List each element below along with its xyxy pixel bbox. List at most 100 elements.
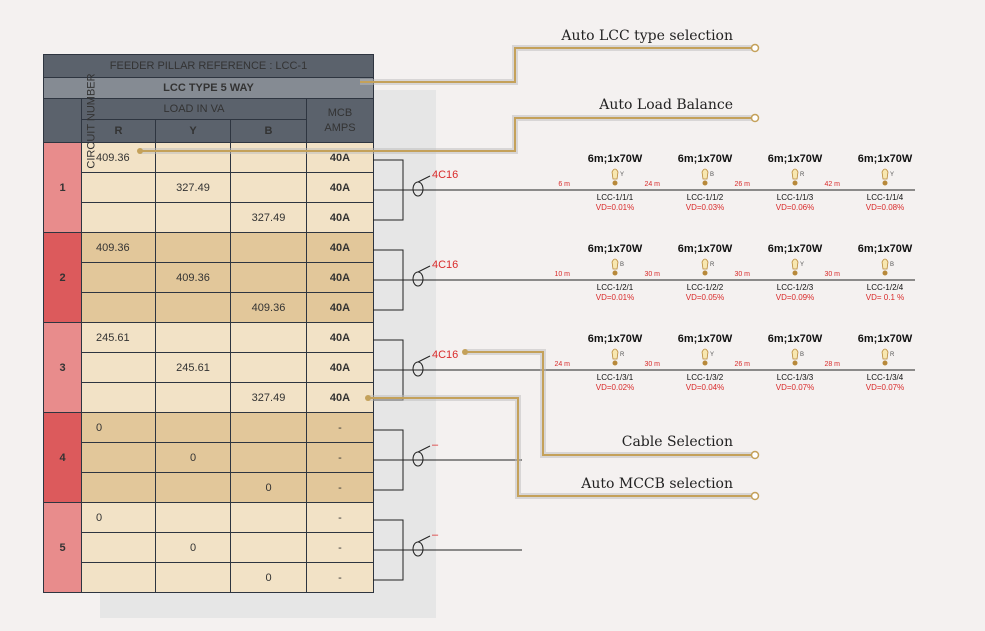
lcc-type-callout-label: Auto LCC type selection: [560, 28, 733, 44]
lamp-icon: [881, 168, 889, 180]
load-balance-callout-shadow: [140, 115, 755, 154]
load-r-cell: 0: [81, 412, 156, 443]
load-y-cell: [155, 412, 231, 443]
voltage-drop-label: VD= 0.1 %: [866, 293, 904, 302]
mccb-start-dot: [365, 395, 371, 401]
breaker-contact: [417, 445, 431, 453]
load-b-cell: [230, 172, 307, 203]
load-b-cell: 327.49: [230, 382, 307, 413]
phase-b-header: B: [230, 119, 307, 143]
lcc-type-callout-end-dot: [750, 43, 760, 53]
load-r-cell: [81, 262, 156, 293]
voltage-drop-label: VD=0.01%: [596, 293, 634, 302]
load-y-cell: [155, 202, 231, 233]
cable-size-label: –: [432, 439, 439, 451]
cable-size-label: 4C16: [432, 169, 458, 181]
lamp-phase-label: B: [620, 262, 624, 268]
lamp-id-label: LCC-1/1/3: [777, 193, 814, 202]
cable-callout-label: Cable Selection: [622, 434, 733, 450]
cable-distance-label: 30 m: [734, 271, 750, 278]
lamp-phase-label: Y: [890, 172, 894, 178]
cable-distance-label: 24 m: [644, 181, 660, 188]
cable-size-label: 4C16: [432, 349, 458, 361]
load-b-cell: [230, 352, 307, 383]
mcb-amps-cell: 40A: [306, 262, 374, 293]
lamp-pole-dot: [792, 180, 798, 186]
cable-distance-label: 30 m: [824, 271, 840, 278]
voltage-drop-label: VD=0.07%: [866, 383, 904, 392]
cable-distance-label: 28 m: [824, 361, 840, 368]
load-r-cell: [81, 292, 156, 323]
mcb-amps-cell: 40A: [306, 322, 374, 353]
cable-distance-label: 30 m: [644, 361, 660, 368]
load-b-cell: [230, 232, 307, 263]
load-r-cell: 245.61: [81, 322, 156, 353]
breaker-symbol: [412, 181, 424, 197]
table-row: 0-: [44, 562, 374, 593]
lamp-icon: [881, 348, 889, 360]
load-b-cell: [230, 412, 307, 443]
circuit-number-cell: 5: [43, 502, 82, 593]
cable-distance-label: 26 m: [734, 181, 750, 188]
voltage-drop-label: VD=0.05%: [686, 293, 724, 302]
cable-distance-label: 42 m: [824, 181, 840, 188]
load-balance-callout-label: Auto Load Balance: [598, 97, 733, 113]
voltage-drop-label: VD=0.02%: [596, 383, 634, 392]
cable-start-dot: [462, 349, 468, 355]
mcb-amps-cell: -: [306, 562, 374, 593]
mcb-amps-cell: 40A: [306, 352, 374, 383]
breaker-contact: [417, 265, 431, 273]
lamp-load-label: 6m;1x70W: [768, 153, 823, 165]
lamp-icon: [881, 258, 889, 270]
voltage-drop-label: VD=0.06%: [776, 203, 814, 212]
load-r-cell: [81, 382, 156, 413]
load-y-cell: 245.61: [155, 352, 231, 383]
circuit-number-cell: 1: [43, 142, 82, 233]
mcb-amps-cell: 40A: [306, 232, 374, 263]
voltage-drop-label: VD=0.09%: [776, 293, 814, 302]
circuit-number-cell: 3: [43, 322, 82, 413]
load-b-cell: [230, 502, 307, 533]
lamp-id-label: LCC-1/3/1: [597, 373, 634, 382]
load-r-cell: [81, 202, 156, 233]
cable-callout-line: [465, 351, 755, 456]
breaker-symbol: [412, 451, 424, 467]
lamp-load-label: 6m;1x70W: [768, 243, 823, 255]
lamp-pole-dot: [792, 270, 798, 276]
load-y-cell: [155, 502, 231, 533]
lamp-pole-dot: [612, 270, 618, 276]
load-y-cell: 0: [155, 442, 231, 473]
mcb-amps-cell: 40A: [306, 292, 374, 323]
lamp-id-label: LCC-1/2/3: [777, 283, 814, 292]
table-subtitle: LCC TYPE 5 WAY: [43, 77, 374, 99]
load-balance-callout-line: [140, 117, 755, 152]
cable-size-label: –: [432, 529, 439, 541]
cable-size-label: 4C16: [432, 259, 458, 271]
voltage-drop-label: VD=0.07%: [776, 383, 814, 392]
mcb-amps-cell: -: [306, 442, 374, 473]
load-r-cell: 409.36: [81, 142, 156, 173]
lamp-icon: [611, 168, 619, 180]
load-b-cell: [230, 442, 307, 473]
mccb-callout-label: Auto MCCB selection: [580, 476, 733, 492]
load-y-cell: [155, 142, 231, 173]
mcb-amps-cell: 40A: [306, 142, 374, 173]
voltage-drop-label: VD=0.01%: [596, 203, 634, 212]
mcb-amps-cell: 40A: [306, 172, 374, 203]
table-row: 327.49 40A: [44, 172, 374, 203]
lamp-phase-label: R: [890, 352, 895, 358]
lamp-phase-label: B: [710, 172, 714, 178]
lamp-load-label: 6m;1x70W: [588, 333, 643, 345]
lamp-id-label: LCC-1/3/2: [687, 373, 724, 382]
cable-callout-end-dot: [750, 450, 760, 460]
load-b-cell: [230, 532, 307, 563]
cable-distance-label: 10 m: [554, 271, 570, 278]
load-y-cell: 327.49: [155, 172, 231, 203]
lamp-phase-label: R: [710, 262, 715, 268]
lamp-load-label: 6m;1x70W: [858, 153, 913, 165]
